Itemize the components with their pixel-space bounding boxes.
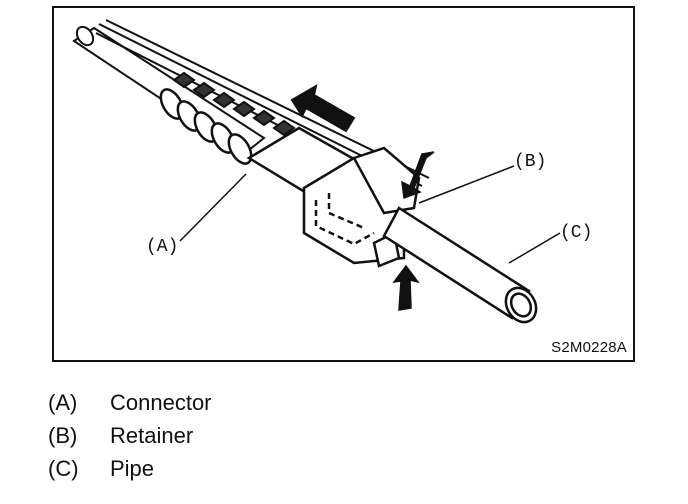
- squeeze-arrow-top: [401, 151, 435, 200]
- legend-item: (C) Pipe: [48, 452, 448, 485]
- legend-label: Retainer: [110, 422, 194, 448]
- leader-lines: [179, 165, 561, 264]
- legend-key: (B): [48, 422, 78, 448]
- squeeze-arrow-bottom: [392, 264, 420, 311]
- legend-label: Pipe: [110, 455, 155, 481]
- legend-key: (A): [48, 389, 78, 415]
- legend: (A) Connector (B) Retainer (C) Pipe: [48, 386, 448, 485]
- connector-rings: [159, 88, 253, 165]
- figure-code: S2M0228A: [551, 339, 627, 356]
- callout-b: (B): [514, 152, 546, 172]
- legend-label: Connector: [110, 389, 212, 415]
- figure-frame: (A) (B) (C) S2M0228A: [52, 6, 635, 362]
- pull-direction-arrow: [290, 83, 356, 133]
- callout-c: (C): [560, 223, 592, 243]
- connector-illustration: (A) (B) (C): [72, 19, 592, 324]
- callout-a: (A): [146, 237, 178, 257]
- right-pipe: [382, 206, 538, 324]
- legend-item: (A) Connector: [48, 386, 448, 419]
- clip-ribs: [172, 71, 296, 137]
- legend-item: (B) Retainer: [48, 419, 448, 452]
- legend-key: (C): [48, 455, 79, 481]
